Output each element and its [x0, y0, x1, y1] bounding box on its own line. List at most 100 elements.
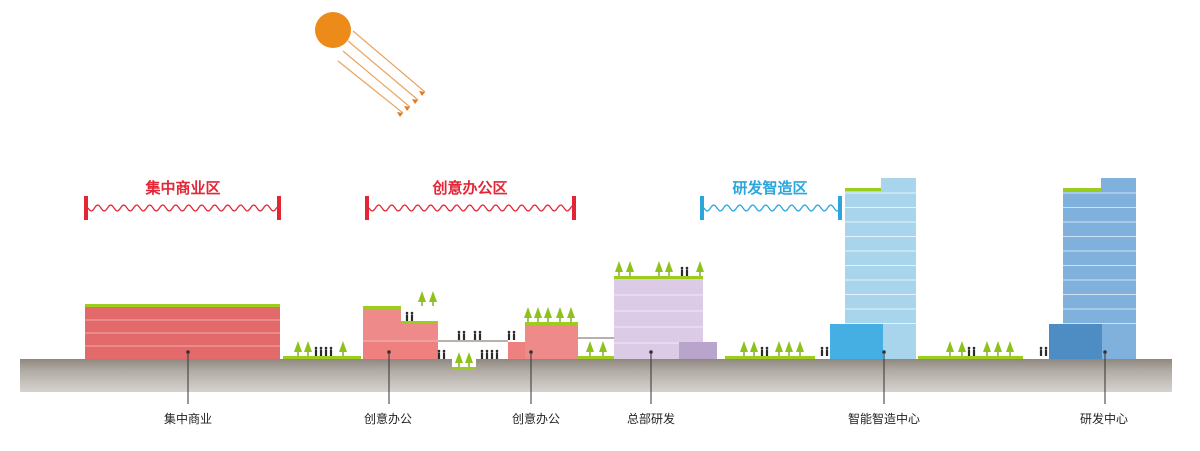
tree-trunk — [547, 318, 549, 322]
person-body — [473, 333, 477, 340]
building-rnd-center — [1049, 178, 1136, 359]
person-icon — [825, 346, 829, 350]
person-body — [972, 349, 976, 356]
tree-trunk — [1009, 352, 1011, 356]
tree-icon — [556, 307, 564, 318]
person-icon — [478, 330, 482, 334]
tree-icon — [615, 261, 623, 272]
person-icon — [457, 330, 461, 334]
tree-trunk — [668, 272, 670, 276]
ground — [20, 359, 1172, 392]
building-smart-manufacturing — [830, 178, 916, 359]
building-hq — [614, 276, 717, 359]
person-body — [495, 352, 499, 359]
person-body — [437, 352, 441, 359]
person-body — [319, 349, 323, 356]
tree-icon — [534, 307, 542, 318]
tree-icon — [626, 261, 634, 272]
tree-trunk — [570, 318, 572, 322]
person-icon — [442, 349, 446, 353]
tree-trunk — [342, 352, 344, 356]
person-icon — [760, 346, 764, 350]
person-body — [685, 269, 689, 276]
tree-icon — [696, 261, 704, 272]
person-body — [507, 333, 511, 340]
person-body — [490, 352, 494, 359]
building-commercial — [85, 304, 280, 359]
tree-trunk — [618, 272, 620, 276]
person-icon — [437, 349, 441, 353]
person-icon — [410, 311, 414, 315]
person-icon — [495, 349, 499, 353]
person-body — [1039, 349, 1043, 356]
person-icon — [473, 330, 477, 334]
tree-icon — [665, 261, 673, 272]
tree-icon — [418, 291, 426, 302]
person-body — [765, 349, 769, 356]
person-icon — [972, 346, 976, 350]
person-body — [820, 349, 824, 356]
tree-trunk — [458, 363, 460, 367]
person-icon — [1044, 346, 1048, 350]
tree-icon — [567, 307, 575, 318]
zone-title-creative: 创意办公区 — [431, 179, 507, 197]
tree-icon — [958, 341, 966, 352]
tree-trunk — [799, 352, 801, 356]
leader-lines — [187, 352, 1106, 404]
tree-icon — [599, 341, 607, 352]
tree-icon — [750, 341, 758, 352]
person-icon — [314, 346, 318, 350]
tree-trunk — [537, 318, 539, 322]
tree-icon — [455, 352, 463, 363]
person-body — [967, 349, 971, 356]
person-icon — [512, 330, 516, 334]
tree-trunk — [468, 363, 470, 367]
tree-trunk — [602, 352, 604, 356]
tree-icon — [339, 341, 347, 352]
tree-icon — [465, 352, 473, 363]
person-icon — [485, 349, 489, 353]
tree-icon — [304, 341, 312, 352]
tree-trunk — [559, 318, 561, 322]
building-creative-1 — [363, 306, 438, 359]
tree-trunk — [743, 352, 745, 356]
person-icon — [480, 349, 484, 353]
person-body — [480, 352, 484, 359]
tree-icon — [796, 341, 804, 352]
label-creative-1: 创意办公 — [364, 411, 412, 426]
tree-trunk — [753, 352, 755, 356]
tree-trunk — [527, 318, 529, 322]
tree-trunk — [421, 302, 423, 306]
ground-green-strips — [283, 356, 1023, 359]
tree-trunk — [949, 352, 951, 356]
tree-trunk — [432, 302, 434, 306]
person-icon — [685, 266, 689, 270]
tree-icon — [1006, 341, 1014, 352]
tree-trunk — [629, 272, 631, 276]
person-body — [442, 352, 446, 359]
zone-bracket-commercial — [84, 196, 281, 220]
label-hq: 总部研发 — [627, 411, 675, 426]
person-icon — [324, 346, 328, 350]
person-body — [1044, 349, 1048, 356]
person-body — [760, 349, 764, 356]
tree-trunk — [307, 352, 309, 356]
zone-title-rnd: 研发智造区 — [732, 179, 807, 197]
person-body — [457, 333, 461, 340]
person-icon — [405, 311, 409, 315]
tree-icon — [429, 291, 437, 302]
leader-dots — [186, 350, 1107, 354]
tree-icon — [294, 341, 302, 352]
person-body — [462, 333, 466, 340]
building-creative-2 — [508, 322, 614, 359]
person-icon — [680, 266, 684, 270]
person-icon — [329, 346, 333, 350]
person-body — [478, 333, 482, 340]
person-body — [314, 349, 318, 356]
zone-bracket-rnd — [700, 196, 842, 220]
tree-icon — [655, 261, 663, 272]
person-body — [410, 314, 414, 321]
label-commercial: 集中商业 — [164, 411, 212, 426]
tree-trunk — [589, 352, 591, 356]
label-creative-2: 创意办公 — [512, 411, 560, 426]
